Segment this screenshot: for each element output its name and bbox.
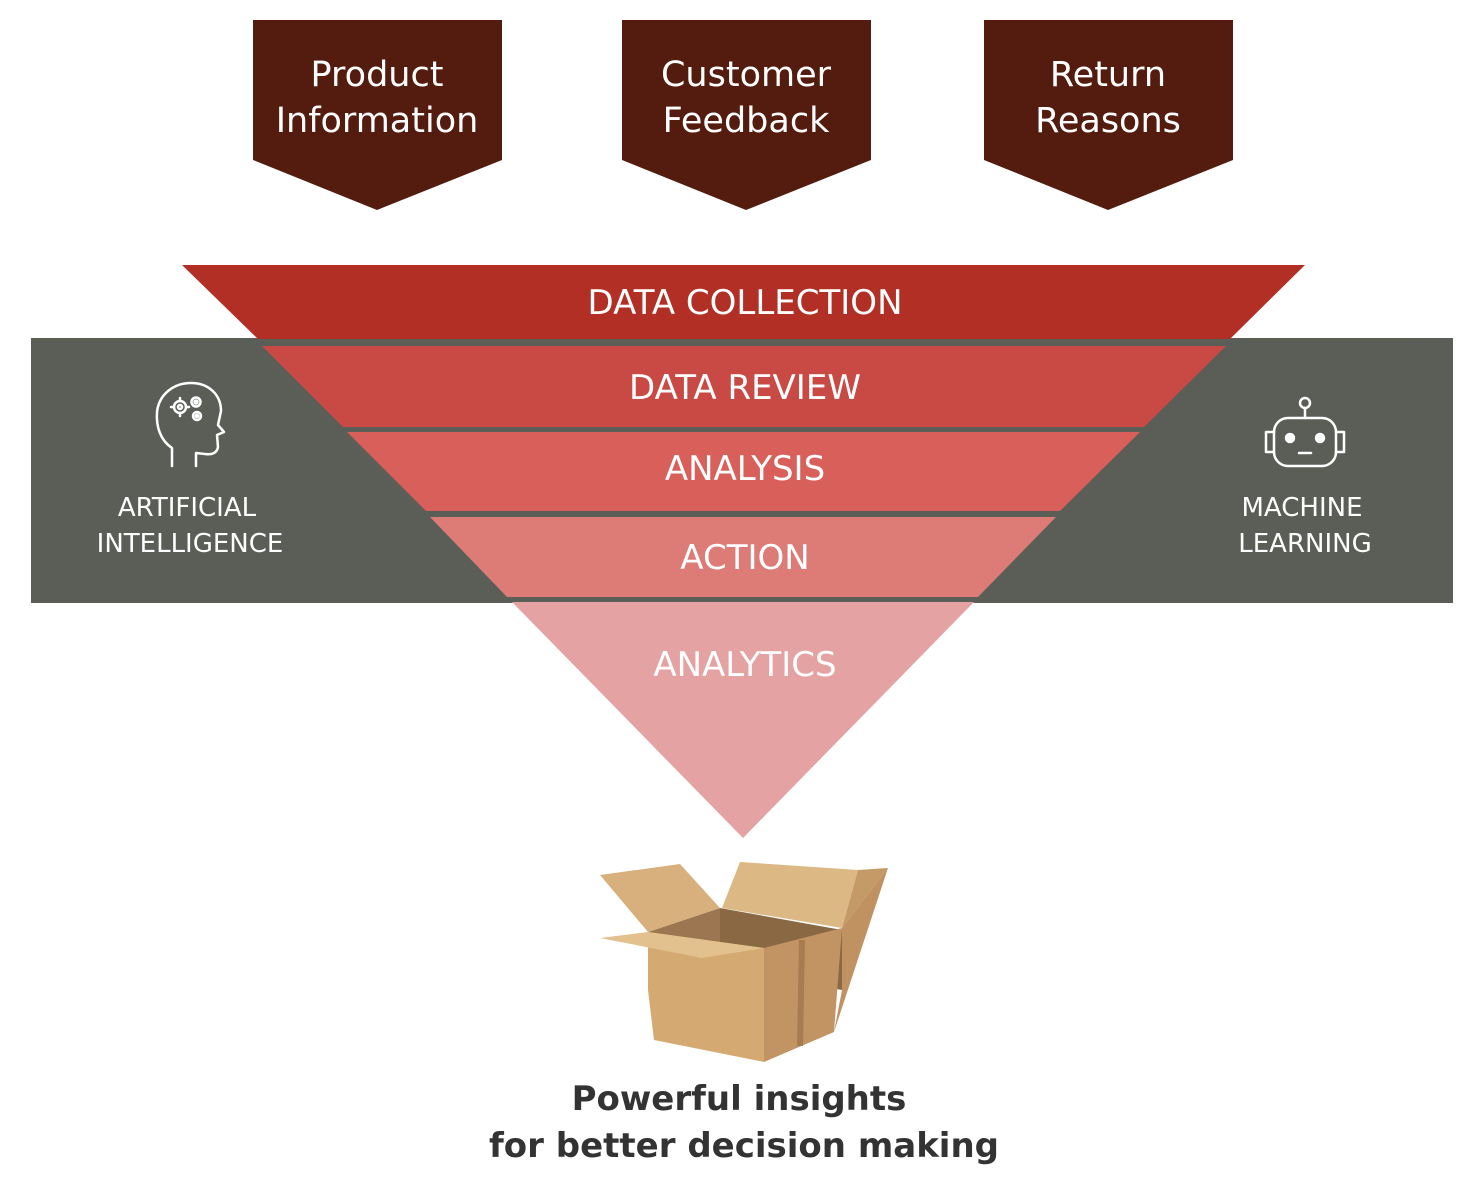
funnel-stage-label: DATA COLLECTION (588, 283, 903, 323)
source-label-line-1: Return (1050, 55, 1166, 95)
source-label-line-2: Information (276, 101, 479, 141)
source-return-reasons: Return Reasons (984, 20, 1233, 210)
funnel-stage-label: DATA REVIEW (629, 368, 861, 408)
ml-label-line-2: LEARNING (1238, 529, 1371, 559)
source-label-line-2: Feedback (663, 101, 830, 141)
open-box-icon (600, 862, 888, 1062)
funnel-stage-label: ANALYTICS (653, 645, 836, 685)
robot-icon (1264, 396, 1346, 468)
ai-head-gears-icon (155, 381, 226, 468)
result-caption-line-2: for better decision making (489, 1126, 999, 1166)
funnel-stage-data-collection (182, 265, 1305, 339)
result-caption-line-1: Powerful insights (572, 1079, 907, 1119)
funnel-stage-label: ACTION (680, 538, 809, 578)
ml-label-line-1: MACHINE (1241, 493, 1362, 523)
funnel-stage-label: ANALYSIS (665, 449, 825, 489)
funnel-stage-analytics (512, 602, 974, 838)
funnel-stage-action (430, 517, 1056, 597)
funnel-stage-analysis (347, 432, 1140, 511)
funnel-stage-data-review (262, 346, 1226, 427)
source-customer-feedback: Customer Feedback (622, 20, 871, 210)
source-label-line-1: Product (311, 55, 444, 95)
ai-label-line-2: INTELLIGENCE (97, 529, 284, 559)
source-product-information: Product Information (253, 20, 502, 210)
ai-label-line-1: ARTIFICIAL (118, 493, 257, 523)
source-label-line-1: Customer (661, 55, 832, 95)
source-label-line-2: Reasons (1035, 101, 1181, 141)
